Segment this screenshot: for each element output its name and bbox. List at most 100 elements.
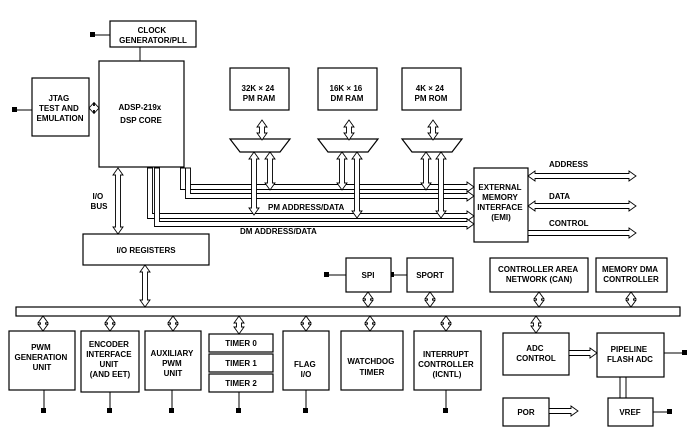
sport-bus-arrow — [424, 291, 436, 308]
core-pm-bus-arrow-1 — [180, 167, 475, 193]
pwm-pin — [41, 408, 46, 413]
encoder-box — [80, 330, 140, 393]
pm-rom-box — [401, 67, 462, 111]
adc-link-arrow — [568, 347, 598, 359]
pm-rom-data-arrow — [435, 151, 447, 219]
adc-input-pin — [682, 350, 687, 355]
dma-box — [595, 257, 668, 293]
wires — [12, 32, 687, 414]
pwm-label: PWM GENERATION UNIT — [15, 343, 70, 372]
watchdog-bus-arrow — [364, 315, 376, 332]
flag-pin — [303, 408, 308, 413]
dma-label: MEMORY DMA CONTROLLER — [602, 265, 660, 284]
interrupt-bus-arrow — [440, 315, 452, 332]
signal-labels: I/O BUS PM ADDRESS/DATA DM ADDRESS/DATA … — [91, 160, 589, 236]
pipeline-adc-box — [596, 332, 665, 378]
clock-generator-label: CLOCK GENERATOR/PLL — [119, 26, 187, 45]
block-labels: CLOCK GENERATOR/PLL JTAG TEST AND EMULAT… — [15, 26, 660, 417]
sport-label: SPORT — [416, 271, 444, 280]
watchdog-box — [340, 330, 404, 391]
emi-address-arrow — [527, 170, 637, 182]
pm-ram-data-arrow — [264, 151, 276, 191]
pm-bus-label: PM ADDRESS/DATA — [268, 203, 345, 212]
timer-0-label: TIMER 0 — [225, 339, 257, 348]
aux-pwm-pin — [169, 408, 174, 413]
pwm-bus-arrow — [37, 315, 49, 332]
timer-1-label: TIMER 1 — [225, 359, 257, 368]
dm-ram-mux — [316, 138, 380, 153]
pm-ram-box — [229, 67, 290, 111]
adc-control-bus-arrow — [530, 315, 542, 334]
spi-pin — [324, 272, 329, 277]
blocks — [8, 20, 668, 427]
can-label: CONTROLLER AREA NETWORK (CAN) — [498, 265, 580, 284]
spi-label: SPI — [362, 271, 375, 280]
pm-ram-label: 32K × 24 PM RAM — [242, 84, 277, 103]
clock-pin — [90, 32, 95, 37]
vref-box — [607, 397, 654, 427]
pwm-box — [8, 330, 76, 391]
pm-ram-mux — [228, 138, 292, 153]
timer-2-label: TIMER 2 — [225, 379, 257, 388]
pm-ram-mux-arrow — [256, 119, 268, 141]
timer-2-box — [208, 373, 274, 393]
flag-bus-arrow — [300, 315, 312, 332]
address-label: ADDRESS — [549, 160, 589, 169]
aux-pwm-label: AUXILIARY PWM UNIT — [151, 349, 196, 378]
jtag-core-arrow — [88, 101, 100, 115]
aux-pwm-box — [144, 330, 202, 391]
timer-bus-arrow — [233, 315, 245, 335]
adc-control-box — [502, 332, 570, 376]
vref-label: VREF — [619, 408, 640, 417]
timer-0-box — [208, 333, 274, 353]
spi-box — [345, 257, 392, 293]
pm-ram-addr-arrow — [248, 151, 260, 216]
emi-data-arrow — [527, 200, 637, 212]
interrupt-pin — [443, 408, 448, 413]
jtag-pin — [12, 107, 17, 112]
arrows — [37, 101, 637, 417]
io-bus-label: I/O BUS — [91, 192, 109, 211]
encoder-label: ENCODER INTERFACE UNIT (AND EET) — [86, 340, 134, 379]
core-pm-bus-arrow-2 — [185, 167, 475, 202]
jtag-box — [31, 77, 90, 137]
data-label: DATA — [549, 192, 570, 201]
pm-rom-label: 4K × 24 PM ROM — [415, 84, 448, 103]
dsp-core-label: ADSP-219x DSP CORE — [119, 103, 164, 125]
dm-ram-box — [317, 67, 378, 111]
aux-pwm-bus-arrow — [167, 315, 179, 332]
interrupt-label: INTERRUPT CONTROLLER (ICNTL) — [418, 350, 476, 379]
encoder-pin — [107, 408, 112, 413]
dm-ram-addr-arrow — [336, 151, 348, 191]
dm-bus-label: DM ADDRESS/DATA — [240, 227, 317, 236]
dm-ram-data-arrow — [351, 151, 363, 219]
vref-pin — [667, 409, 672, 414]
io-registers-box — [82, 233, 210, 266]
timer-pin — [236, 408, 241, 413]
control-label: CONTROL — [549, 219, 589, 228]
spi-bus-arrow — [362, 291, 374, 308]
timer-1-box — [208, 353, 274, 373]
flag-box — [282, 330, 330, 391]
can-box — [489, 257, 589, 293]
io-registers-bus-arrow — [139, 264, 151, 308]
watchdog-label: WATCHDOG TIMER — [347, 357, 396, 377]
emi-control-arrow — [527, 227, 637, 239]
pm-rom-mux-arrow — [427, 119, 439, 141]
clock-generator-box — [109, 20, 197, 48]
io-registers-label: I/O REGISTERS — [116, 246, 176, 255]
dm-ram-label: 16K × 16 DM RAM — [330, 84, 365, 103]
core-io-bus-arrow — [112, 167, 124, 235]
pipeline-adc-label: PIPELINE FLASH ADC — [607, 345, 653, 364]
memory-muxes — [228, 138, 464, 153]
can-bus-arrow — [533, 291, 545, 308]
por-box — [502, 397, 550, 427]
dm-ram-mux-arrow — [343, 119, 355, 141]
emi-box — [473, 167, 529, 243]
emi-label: EXTERNAL MEMORY INTERFACE (EMI) — [477, 183, 525, 222]
dma-bus-arrow — [625, 291, 637, 308]
io-bus-rail — [15, 306, 681, 317]
por-label: POR — [517, 408, 535, 417]
encoder-bus-arrow — [104, 315, 116, 332]
